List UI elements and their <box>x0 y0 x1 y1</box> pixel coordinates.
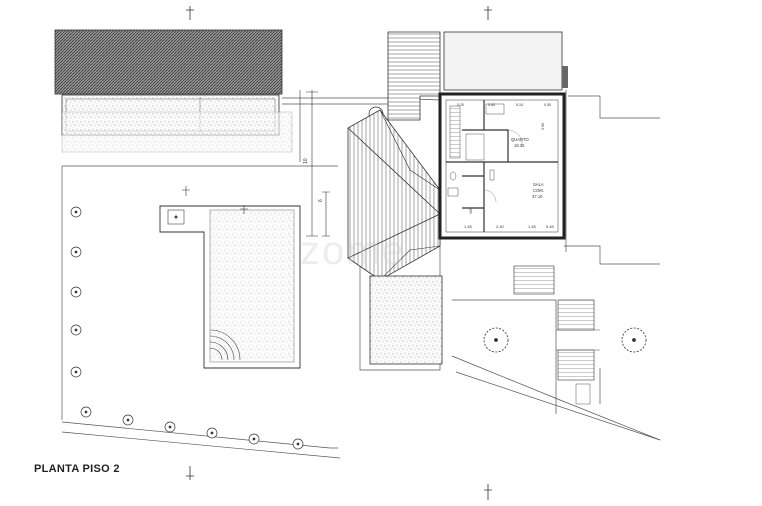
dim-bottom-4: 0.45 <box>546 224 555 229</box>
gravel-courtyard <box>369 275 443 365</box>
tree-icon <box>483 327 509 353</box>
tree-icon <box>70 324 82 336</box>
dim-top-2: 0.60 <box>488 103 495 107</box>
exterior-stairs <box>513 265 600 405</box>
room-label-quarto: QUARTO <box>511 137 530 142</box>
vertical-dimensions <box>306 90 330 237</box>
tree-icon <box>70 286 82 298</box>
dim-bottom-2: 2.40 <box>496 224 505 229</box>
tree-icon <box>122 414 134 426</box>
tree-icon <box>164 421 176 433</box>
plan-title: PLANTA PISO 2 <box>34 463 120 475</box>
dimension-vertical-short: 6 <box>318 199 324 202</box>
terrace-block <box>443 31 568 91</box>
room-label-wc: WC <box>468 207 473 214</box>
floor-plan-apartment <box>438 92 566 240</box>
tree-icon <box>70 366 82 378</box>
tree-icon <box>292 438 304 450</box>
dimension-vertical-long: 10 <box>303 158 309 164</box>
dim-top-4: 0.55 <box>544 103 551 107</box>
room-area-quarto: 18.35 <box>514 143 525 148</box>
tree-icon <box>206 427 218 439</box>
tree-icon <box>621 327 647 353</box>
dim-bottom-1: 1.45 <box>464 224 473 229</box>
tree-icon <box>248 433 260 445</box>
watermark: zome <box>300 229 406 273</box>
tree-icon <box>80 406 92 418</box>
dim-bottom-3: 1.45 <box>528 224 537 229</box>
section-markers <box>186 6 492 500</box>
dim-top-3: 5.10 <box>516 103 523 107</box>
dim-side: 3.90 <box>541 123 545 130</box>
site-boundary <box>61 90 661 459</box>
pool <box>159 186 301 369</box>
room-area-sala: 37.10 <box>532 194 543 199</box>
dim-top-1: 0.20 <box>457 103 464 107</box>
tree-icon <box>70 246 82 258</box>
tree-icon <box>70 206 82 218</box>
garden-strip <box>61 94 293 153</box>
large-trees <box>483 327 647 353</box>
roof-hatched <box>54 29 283 95</box>
